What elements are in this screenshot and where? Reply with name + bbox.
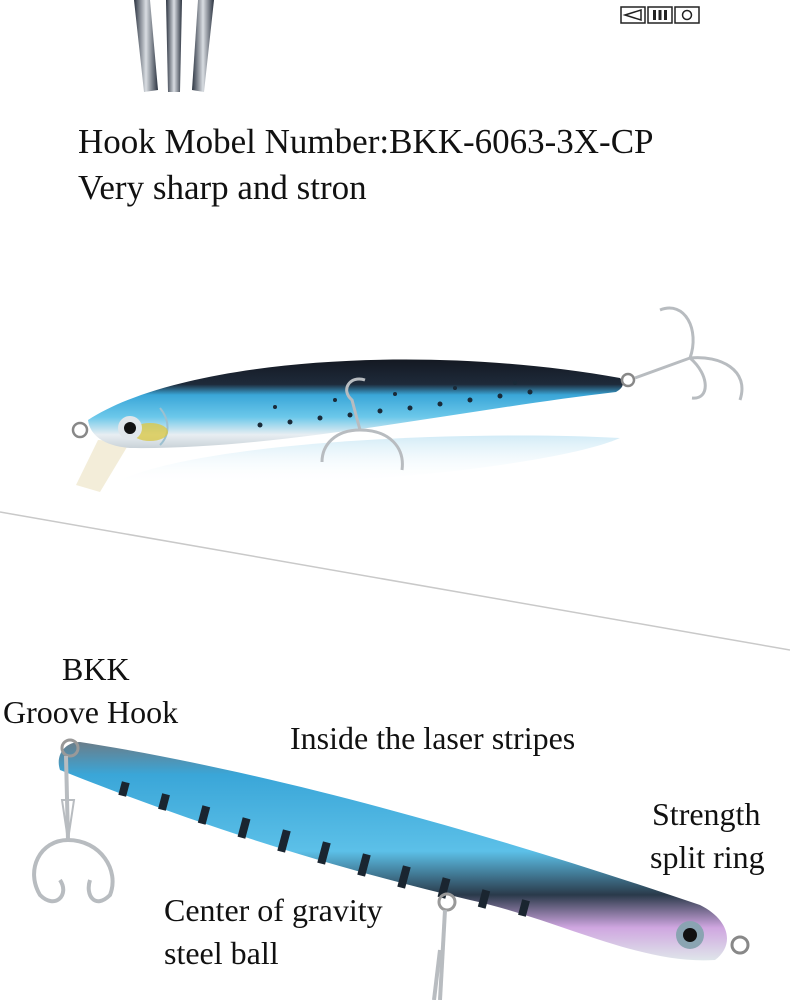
lure-closeup [32, 738, 750, 1000]
label-bkk: BKK [62, 651, 130, 687]
label-steel-ball: steel ball [164, 935, 279, 971]
label-center-of-gravity: Center of gravity [164, 892, 383, 928]
label-laser-stripes: Inside the laser stripes [290, 720, 576, 756]
label-groove-hook: Groove Hook [3, 694, 179, 730]
label-split-ring: split ring [650, 839, 765, 875]
hook-tagline: Very sharp and stron [78, 168, 367, 207]
hook-model-number: Hook Mobel Number:BKK-6063-3X-CP [78, 122, 654, 161]
lure-side-view [71, 306, 744, 492]
divider-line [0, 511, 790, 651]
hook-shank-closeup [134, 0, 214, 92]
brand-logo-icon [620, 6, 700, 24]
label-strength: Strength [652, 796, 761, 832]
